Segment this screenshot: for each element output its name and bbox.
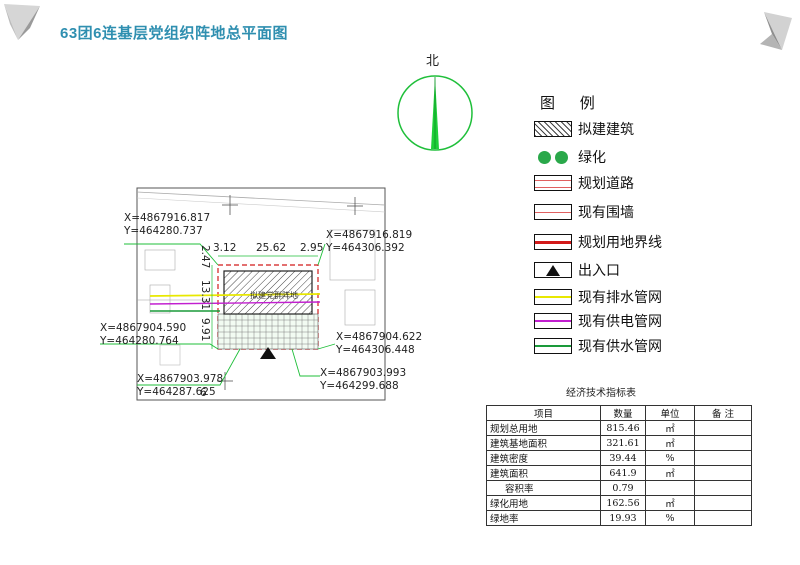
corner-decoration-left-icon — [4, 4, 40, 40]
table-title: 经济技术指标表 — [566, 388, 636, 399]
dim-left-mid: 13.31 — [199, 280, 211, 311]
corner-decoration-right-icon — [760, 12, 792, 50]
entrance-triangle-icon — [534, 262, 572, 278]
dimension-lines — [211, 255, 318, 349]
page-title: 63团6连基层党组织阵地总平面图 — [60, 25, 289, 42]
dim-left-top: 2.47 — [199, 245, 211, 269]
north-label: 北 — [426, 54, 440, 69]
water-line-icon — [534, 338, 572, 354]
north-arrow-icon — [397, 75, 473, 151]
table-header-row: 项目 数量 单位 备 注 — [486, 405, 752, 421]
dim-top-left: 3.12 — [213, 242, 237, 254]
legend-title: 图 例 — [540, 94, 605, 112]
legend-item-entrance: 出入口 — [534, 260, 620, 280]
legend-item-greening: 绿化 — [534, 147, 606, 167]
dim-left-bot: 9.91 — [199, 318, 211, 342]
legend-item-planned-road: 规划道路 — [534, 173, 634, 193]
dim-top-right: 2.95 — [300, 242, 324, 254]
land-boundary-icon — [534, 234, 572, 250]
legend-item-drainage: 现有排水管网 — [534, 287, 662, 307]
legend-item-proposed-building: 拟建建筑 — [534, 119, 634, 139]
legend-item-power: 现有供电管网 — [534, 311, 662, 331]
dim-bottom: 6 — [200, 387, 207, 399]
legend-item-land-boundary: 规划用地界线 — [534, 232, 662, 252]
power-pipe — [149, 301, 321, 305]
power-line-icon — [534, 313, 572, 329]
proposed-building — [223, 270, 313, 315]
legend-item-existing-wall: 现有围墙 — [534, 202, 634, 222]
existing-wall-icon — [534, 204, 572, 220]
planned-road-icon — [534, 175, 572, 191]
legend-item-water: 现有供水管网 — [534, 336, 662, 356]
greening-icon — [534, 149, 572, 165]
hatch-icon — [534, 121, 572, 137]
drainage-pipe — [149, 293, 321, 297]
greening-area — [217, 313, 319, 350]
drainage-line-icon — [534, 289, 572, 305]
building-label: 拟建党群阵地 — [250, 291, 298, 300]
entrance-marker — [260, 347, 276, 359]
dim-top-mid: 25.62 — [256, 242, 287, 254]
coordinate-leaders — [100, 243, 336, 386]
